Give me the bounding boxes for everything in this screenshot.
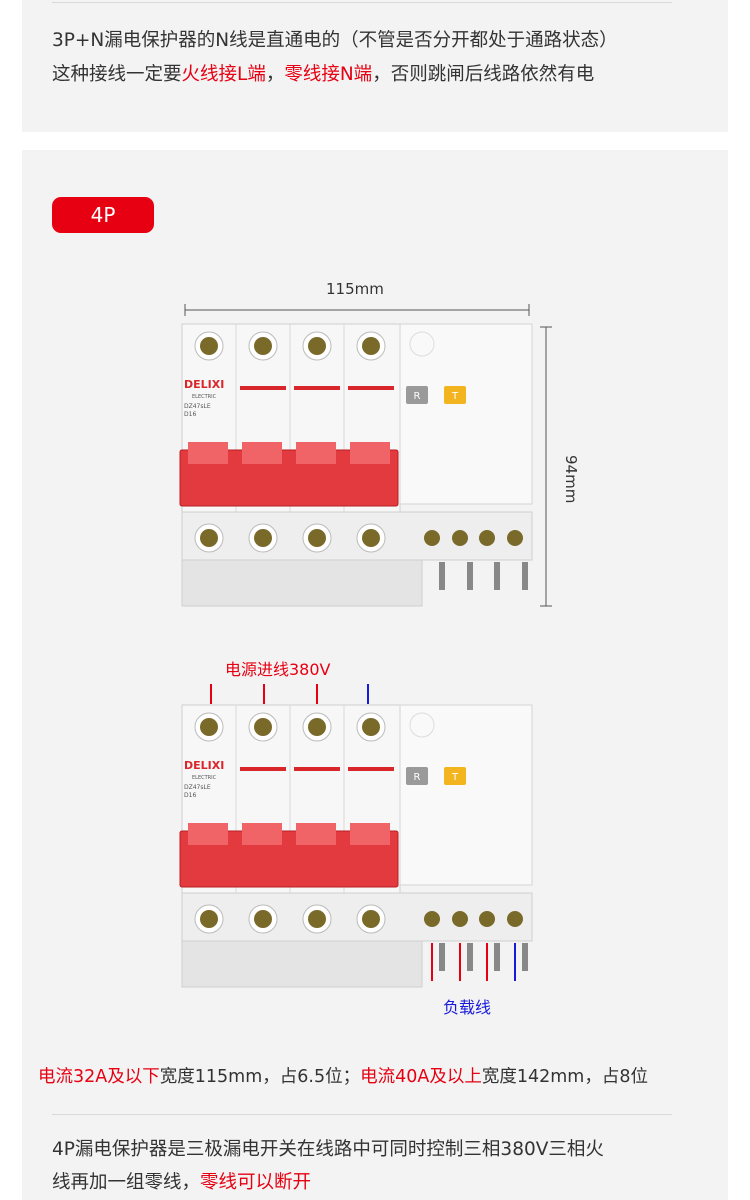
svg-text:T: T bbox=[451, 772, 459, 783]
source-wiring-label: 电源进线380V bbox=[225, 660, 331, 679]
breaker-4p-wiring-image: DELIXI ELECTRIC DZ47sLE D16 R T bbox=[179, 704, 533, 988]
bottom-note-line2: 线再加一组零线，零线可以断开 bbox=[52, 1166, 311, 1200]
svg-text:R: R bbox=[414, 772, 421, 783]
svg-text:DZ47sLE: DZ47sLE bbox=[184, 784, 211, 791]
text: 这种接线一定要 bbox=[52, 64, 182, 85]
top-note-card bbox=[22, 0, 728, 132]
breaker-4p-image: DELIXI ELECTRIC DZ47sLE D16 R T bbox=[179, 323, 533, 607]
width-dimension-label: 115mm bbox=[326, 280, 384, 298]
load-wiring-label: 负载线 bbox=[443, 998, 492, 1017]
svg-text:D16: D16 bbox=[184, 411, 196, 418]
svg-text:ELECTRIC: ELECTRIC bbox=[192, 775, 217, 781]
height-dimension-line bbox=[540, 326, 552, 607]
text: 线再加一组零线， bbox=[52, 1172, 201, 1193]
width-note: 电流32A及以下宽度115mm，占6.5位；电流40A及以上宽度142mm，占8… bbox=[38, 1060, 648, 1094]
svg-text:ELECTRIC: ELECTRIC bbox=[192, 394, 217, 400]
svg-text:T: T bbox=[451, 391, 459, 402]
svg-text:DELIXI: DELIXI bbox=[184, 759, 224, 772]
divider bbox=[52, 2, 672, 3]
divider bbox=[52, 1114, 672, 1115]
top-note-line2: 这种接线一定要火线接L端，零线接N端，否则跳闸后线路依然有电 bbox=[52, 58, 594, 92]
svg-text:D16: D16 bbox=[184, 792, 196, 799]
source-wire-marks bbox=[210, 684, 369, 704]
highlight-neutral-breakable: 零线可以断开 bbox=[200, 1172, 312, 1193]
text: ，否则跳闸后线路依然有电 bbox=[372, 64, 595, 85]
top-note-line1: 3P+N漏电保护器的N线是直通电的（不管是否分开都处于通路状态） bbox=[52, 30, 618, 51]
height-dimension-label: 94mm bbox=[562, 455, 580, 504]
svg-text:R: R bbox=[414, 391, 421, 402]
width-dimension-line bbox=[184, 304, 530, 316]
text: 宽度142mm，占8位 bbox=[481, 1067, 648, 1087]
highlight-live-wire: 火线接L端 bbox=[181, 64, 266, 85]
text: ， bbox=[265, 64, 285, 85]
highlight-neutral-wire: 零线接N端 bbox=[284, 64, 373, 85]
text: 宽度115mm，占6.5位； bbox=[159, 1067, 361, 1087]
highlight-32a: 电流32A及以下 bbox=[38, 1067, 160, 1087]
bottom-note-line1: 4P漏电保护器是三极漏电开关在线路中可同时控制三相380V三相火 bbox=[52, 1139, 604, 1160]
svg-text:DZ47sLE: DZ47sLE bbox=[184, 403, 211, 410]
brand-logo: DELIXI bbox=[184, 378, 224, 391]
section-badge-4p: 4P bbox=[52, 197, 154, 233]
highlight-40a: 电流40A及以上 bbox=[360, 1067, 482, 1087]
